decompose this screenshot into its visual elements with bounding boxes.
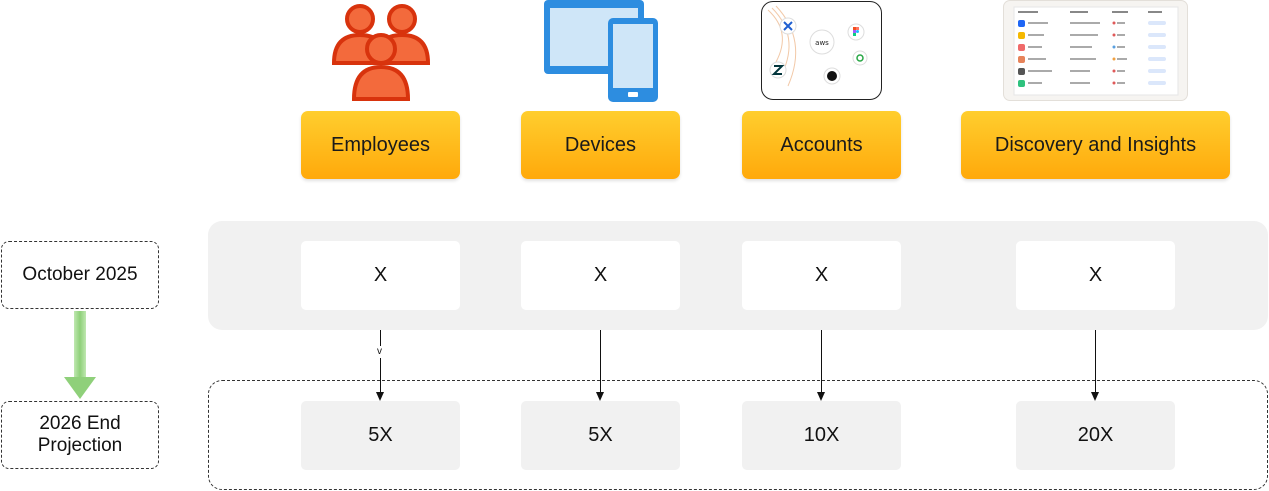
- current-value-accounts: X: [742, 241, 901, 310]
- progress-arrow: [64, 311, 96, 401]
- app-table-screenshot-icon: [1013, 6, 1179, 96]
- row-label-current: October 2025: [1, 241, 159, 309]
- discovery-screenshot-thumbnail: [1004, 1, 1187, 100]
- current-value-discovery: X: [1016, 241, 1175, 310]
- category-discovery-insights: Discovery and Insights: [961, 111, 1230, 179]
- connector-accounts-arrowhead: [817, 392, 825, 401]
- projection-value-accounts: 10X: [742, 401, 901, 470]
- app-logos-icon: aws: [767, 5, 868, 87]
- accounts-logos-thumbnail: aws: [761, 1, 882, 100]
- projection-values-panel: [208, 380, 1268, 490]
- connector-discovery-arrowhead: [1091, 392, 1099, 401]
- current-value-devices: X: [521, 241, 680, 310]
- people-group-icon: [331, 4, 431, 101]
- connector-mark: v: [376, 346, 383, 358]
- row-label-projection: 2026 End Projection: [1, 401, 159, 469]
- projection-value-discovery: 20X: [1016, 401, 1175, 470]
- connector-devices-arrowhead: [596, 392, 604, 401]
- category-accounts: Accounts: [742, 111, 901, 179]
- connector-employees: [380, 330, 381, 393]
- projection-value-devices: 5X: [521, 401, 680, 470]
- category-employees: Employees: [301, 111, 460, 179]
- current-value-employees: X: [301, 241, 460, 310]
- connector-accounts: [821, 330, 822, 393]
- connector-discovery: [1095, 330, 1096, 393]
- connector-devices: [600, 330, 601, 393]
- svg-text:aws: aws: [815, 39, 829, 47]
- category-devices: Devices: [521, 111, 680, 179]
- tablet-phone-icon: [544, 0, 658, 102]
- projection-value-employees: 5X: [301, 401, 460, 470]
- connector-employees-arrowhead: [376, 392, 384, 401]
